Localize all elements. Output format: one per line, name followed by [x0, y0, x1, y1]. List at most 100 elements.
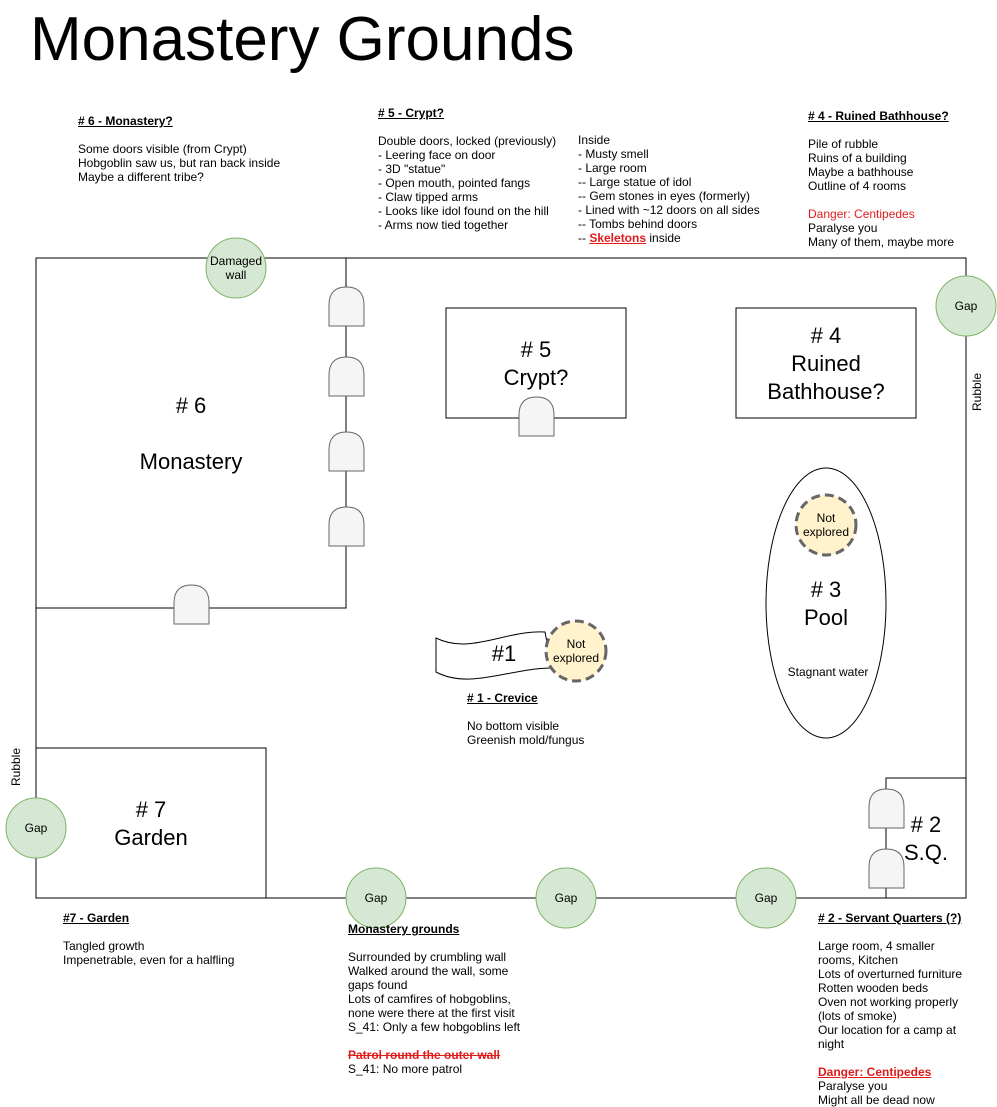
- rubble-label-left: Rubble: [9, 747, 23, 787]
- note-heading: # 4 - Ruined Bathhouse?: [808, 109, 949, 123]
- monastery-building: [35, 257, 347, 609]
- bathhouse-line1: Ruined: [791, 351, 861, 376]
- door-icon: [328, 506, 365, 547]
- note-line: - Claw tipped arms: [378, 190, 479, 204]
- note-line: - Looks like idol found on the hill: [378, 204, 549, 218]
- garden-name: Garden: [114, 825, 188, 850]
- struck-patrol-line: Patrol round the outer wall: [348, 1048, 501, 1062]
- note-line: rooms, Kitchen: [818, 953, 899, 967]
- damaged-wall-label: Damaged wall: [209, 254, 263, 282]
- note-line: -- Tombs behind doors: [578, 217, 698, 231]
- note-crypt-inside: Inside - Musty smell - Large room -- Lar…: [578, 133, 760, 245]
- note-line: gaps found: [348, 978, 408, 992]
- crypt-name: Crypt?: [503, 365, 569, 390]
- door-icon: [328, 286, 365, 327]
- rubble-label-right: Rubble: [970, 372, 984, 412]
- note-line: Maybe a different tribe?: [78, 170, 204, 184]
- note-heading: # 2 - Servant Quarters (?): [818, 911, 962, 925]
- gap-marker: [345, 867, 407, 929]
- note-line: - Musty smell: [578, 147, 649, 161]
- danger-centipedes: Danger: Centipedes: [818, 1065, 932, 1079]
- note-line: - Open mouth, pointed fangs: [378, 176, 531, 190]
- note-line: Our location for a camp at: [818, 1023, 957, 1037]
- bathhouse-number: # 4: [810, 323, 842, 348]
- door-icon: [328, 431, 365, 472]
- note-line: Hobgoblin saw us, but ran back inside: [78, 156, 281, 170]
- gap-label: Gap: [554, 891, 578, 905]
- garden-area: [35, 747, 267, 899]
- servant-quarters-number: # 2: [910, 812, 942, 837]
- bathhouse-building: [735, 307, 917, 419]
- note-line: Paralyse you: [808, 221, 878, 235]
- note-line: Impenetrable, even for a halfling: [63, 953, 235, 967]
- note-servant-quarters: # 2 - Servant Quarters (?) Large room, 4…: [818, 911, 962, 1107]
- note-line: Large room, 4 smaller: [818, 939, 935, 953]
- not-explored-label: Not explored: [802, 511, 850, 539]
- note-line: Some doors visible (from Crypt): [78, 142, 247, 156]
- pool-area: [765, 467, 887, 739]
- door-icon: [868, 848, 905, 889]
- door-icon: [868, 788, 905, 829]
- danger-centipedes: Danger: Centipedes: [808, 207, 915, 221]
- note-line: -- Large statue of idol: [578, 175, 692, 189]
- note-line: Rotten wooden beds: [818, 981, 929, 995]
- pool-number: # 3: [810, 577, 842, 602]
- note-line: - Arms now tied together: [378, 218, 509, 232]
- unexplored-marker: [794, 493, 858, 557]
- note-line: S_41: Only a few hobgoblins left: [348, 1020, 521, 1034]
- note-line: S_41: No more patrol: [348, 1062, 463, 1076]
- note-line: Lots of camfires of hobgoblins,: [348, 992, 511, 1006]
- note-line: Greenish mold/fungus: [467, 733, 585, 747]
- note-line-danger: -- Skeletons inside: [578, 231, 760, 245]
- note-line: Many of them, maybe more: [808, 235, 955, 249]
- note-line: Tangled growth: [63, 939, 145, 953]
- pool-name: Pool: [803, 605, 849, 630]
- gap-marker: [935, 275, 997, 337]
- monastery-name: Monastery: [139, 449, 243, 474]
- note-line: Inside: [578, 133, 611, 147]
- note-garden: #7 - Garden Tangled growth Impenetrable,…: [63, 911, 234, 967]
- gap-marker: [735, 867, 797, 929]
- note-line: (lots of smoke): [818, 1009, 897, 1023]
- monastery-number: # 6: [175, 393, 207, 418]
- crypt-number: # 5: [520, 337, 552, 362]
- note-line: Pile of rubble: [808, 137, 879, 151]
- note-line: - Leering face on door: [378, 148, 496, 162]
- note-line: night: [818, 1037, 845, 1051]
- page-title: Monastery Grounds: [30, 5, 575, 74]
- note-monastery: # 6 - Monastery? Some doors visible (fro…: [78, 114, 280, 184]
- gap-label: Gap: [754, 891, 778, 905]
- note-line: - Lined with ~12 doors on all sides: [578, 203, 760, 217]
- danger-skeletons: Skeletons: [589, 231, 647, 245]
- note-line: - 3D "statue": [378, 162, 446, 176]
- not-explored-label: Not explored: [552, 637, 600, 665]
- note-grounds: Monastery grounds Surrounded by crumblin…: [348, 922, 520, 1076]
- note-crypt: # 5 - Crypt? Double doors, locked (previ…: [378, 106, 556, 232]
- note-line: Paralyse you: [818, 1079, 888, 1093]
- note-line: Double doors, locked (previously): [378, 134, 557, 148]
- note-heading: # 1 - Crevice: [467, 691, 538, 705]
- note-heading: # 6 - Monastery?: [78, 114, 173, 128]
- note-line: Might all be dead now: [818, 1093, 935, 1107]
- damaged-wall-marker: [205, 237, 267, 299]
- crypt-building: [445, 307, 627, 419]
- garden-number: # 7: [135, 797, 167, 822]
- note-line: -- Gem stones in eyes (formerly): [578, 189, 751, 203]
- line-prefix: --: [578, 231, 590, 245]
- note-line: Ruins of a building: [808, 151, 907, 165]
- gap-marker: [5, 797, 67, 859]
- note-heading: # 5 - Crypt?: [378, 106, 445, 120]
- note-line: none were there at the first visit: [348, 1006, 515, 1020]
- pool-description: Stagnant water: [787, 665, 869, 679]
- gap-marker: [535, 867, 597, 929]
- servant-quarters-name: S.Q.: [903, 840, 948, 865]
- door-icon: [173, 584, 210, 625]
- gap-label: Gap: [954, 299, 978, 313]
- note-line: Maybe a bathhouse: [808, 165, 914, 179]
- crevice-number: #1: [491, 641, 517, 666]
- note-line: Walked around the wall, some: [348, 964, 509, 978]
- note-line: Oven not working properly: [818, 995, 959, 1009]
- note-line: Surrounded by crumbling wall: [348, 950, 507, 964]
- note-line: - Large room: [578, 161, 647, 175]
